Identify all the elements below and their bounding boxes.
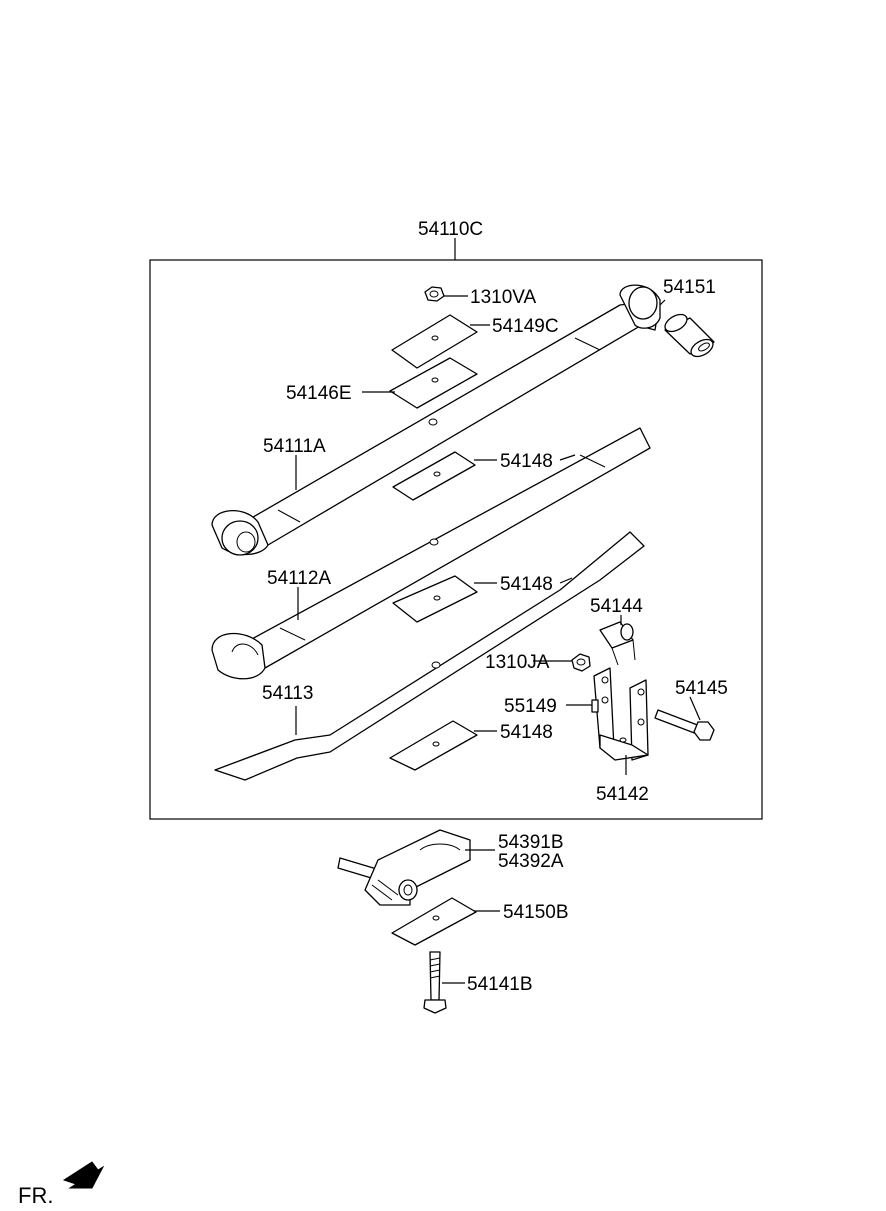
assembly-frame: 54110C: [149, 219, 763, 820]
insert-3: [389, 720, 478, 771]
insert-2: [392, 575, 478, 623]
label-nut-lower: 1310JA: [485, 652, 550, 673]
label-shackle: 54142: [596, 784, 649, 805]
label-insert-3: 54148: [500, 722, 553, 743]
label-bracket-b: 54392A: [498, 851, 564, 872]
nut-lower-icon: [571, 653, 591, 672]
direction-arrow-icon: [62, 1161, 105, 1189]
bushing-icon: [664, 313, 715, 358]
nut-upper-icon: [424, 286, 445, 302]
label-pin: 54144: [590, 596, 643, 617]
label-leaf-third: 54113: [262, 683, 313, 704]
label-orientation: FR.: [18, 1183, 53, 1208]
pad-top: [391, 314, 478, 369]
label-insert-2: 54148: [500, 574, 553, 595]
insert-1: [392, 451, 476, 501]
bracket-icon: [337, 829, 471, 906]
label-pad-second: 54146E: [286, 383, 352, 404]
pad-second: [389, 357, 478, 409]
label-leaf-main: 54111A: [263, 436, 326, 457]
label-leaf-second: 54112A: [267, 568, 331, 589]
label-bracket-a: 54391B: [498, 832, 564, 853]
label-pad-top: 54149C: [492, 316, 559, 337]
orientation-indicator: FR.: [18, 1161, 105, 1208]
label-insert-1: 54148: [500, 451, 553, 472]
label-u-bolt: 54141B: [467, 974, 533, 995]
bolt-icon: [654, 709, 715, 741]
label-shackle-plate: 55149: [504, 696, 557, 717]
label-bushing: 54151: [663, 277, 716, 298]
pad-bottom: [391, 897, 477, 946]
leaf-third: [214, 531, 645, 781]
label-nut-upper: 1310VA: [470, 287, 537, 308]
leaf-second: [211, 427, 651, 680]
label-assembly: 54110C: [418, 219, 483, 240]
leader-lines: [295, 295, 701, 984]
u-bolt-icon: [423, 951, 447, 1014]
label-pad-bottom: 54150B: [503, 902, 569, 923]
leaf-main: [211, 284, 661, 556]
label-bolt: 54145: [675, 678, 728, 699]
pin-icon: [599, 621, 636, 666]
part-labels: 1310VA 54151 54149C 54146E 54111A 54148 …: [262, 277, 728, 995]
shackle-icon: [591, 667, 649, 761]
